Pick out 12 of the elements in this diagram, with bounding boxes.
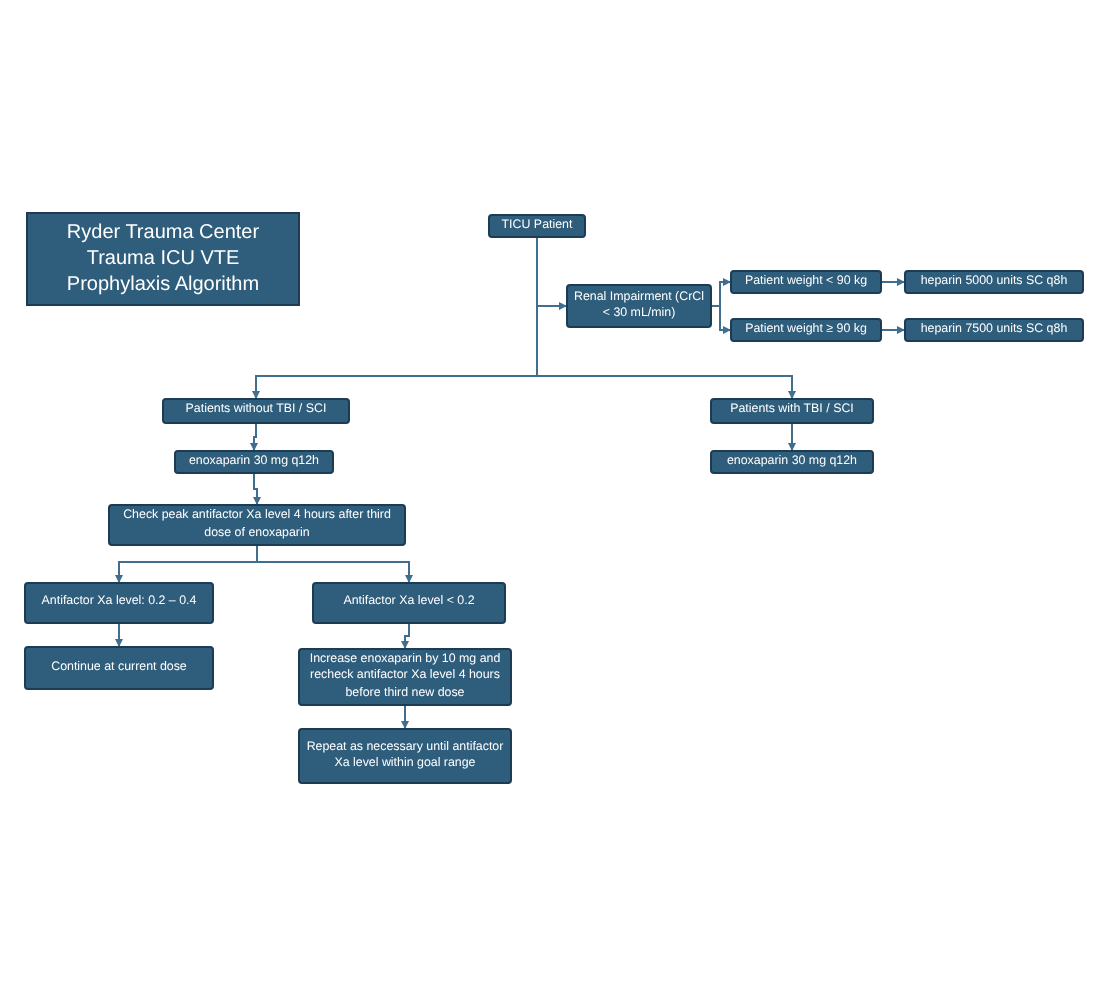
arrow <box>401 705 409 729</box>
arrow <box>250 423 258 451</box>
arrow <box>256 545 413 583</box>
arrow <box>253 473 261 505</box>
title-box: Ryder Trauma Center Trauma ICU VTE Prophylaxis Algorithm <box>26 212 300 306</box>
arrow <box>788 423 796 451</box>
arrow <box>401 623 410 649</box>
arrow <box>115 623 123 647</box>
arrow <box>711 305 731 334</box>
arrow <box>881 278 905 286</box>
arrow <box>536 237 796 399</box>
arrow <box>881 326 905 334</box>
